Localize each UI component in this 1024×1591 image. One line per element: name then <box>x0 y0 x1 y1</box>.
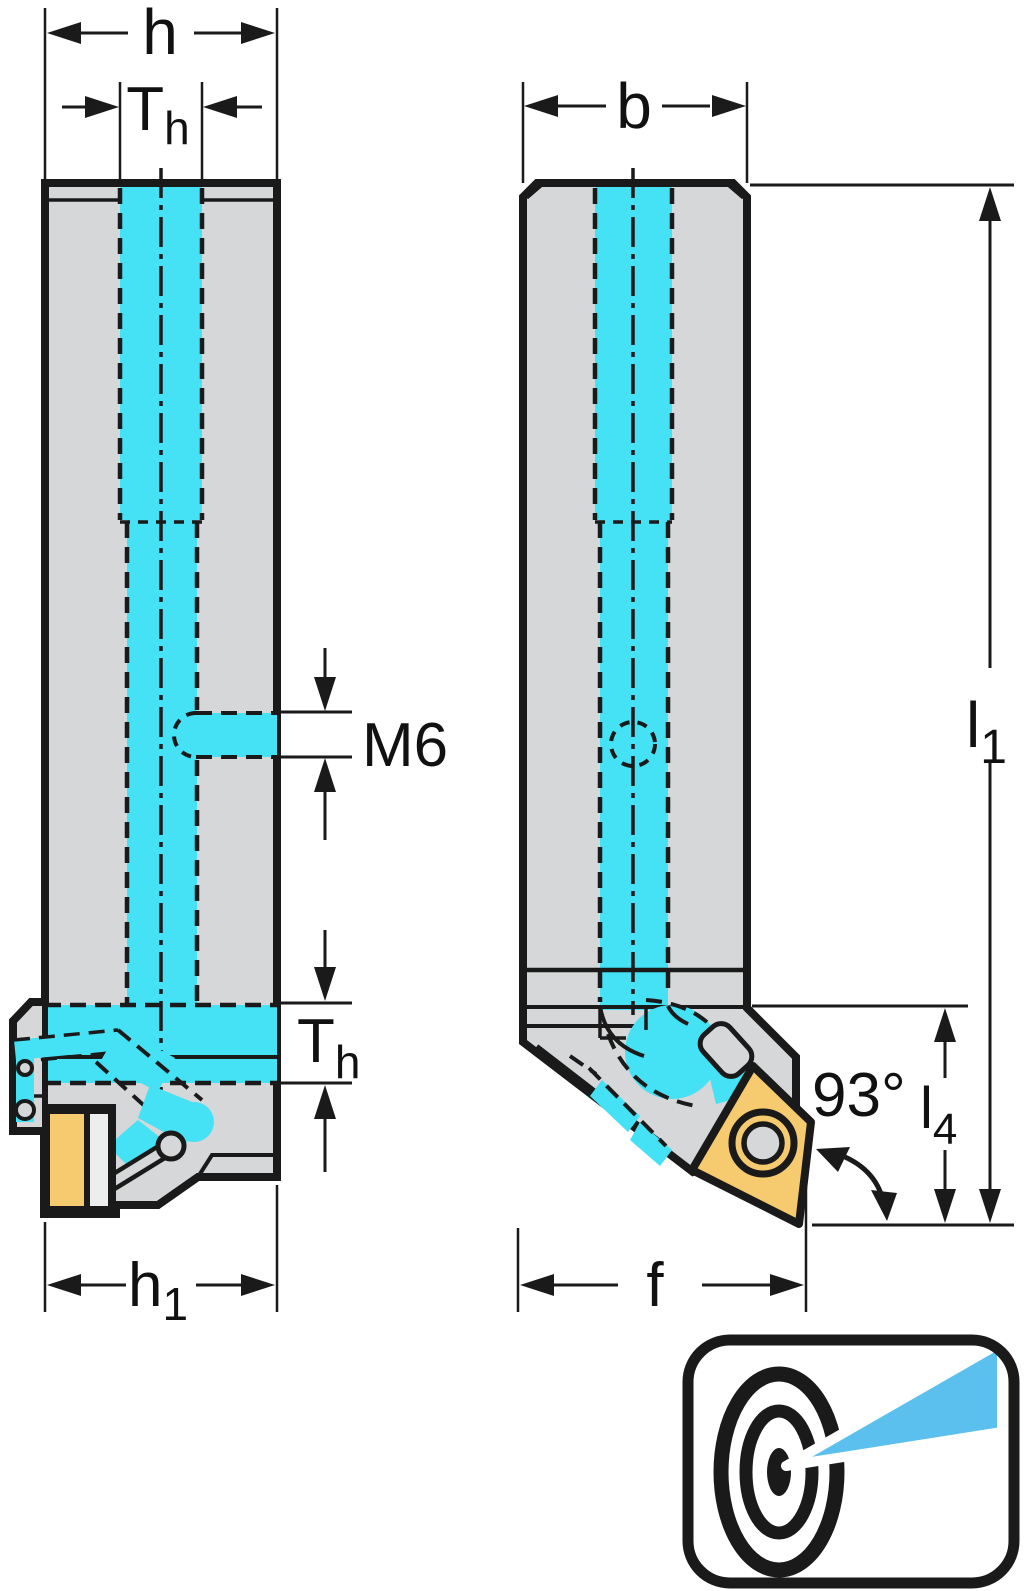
insert-screw-hole <box>741 1121 785 1165</box>
shim-plate <box>90 1114 108 1206</box>
side-view-dimensions: h Th M6 Th <box>43 0 448 1330</box>
dimension-angle-93: 93° <box>812 1061 906 1221</box>
insert-screw-boss <box>697 1021 755 1079</box>
insert-screw-hole-ring <box>728 1108 798 1178</box>
side-view <box>9 168 281 1218</box>
coolant-spray-cone <box>781 1340 1007 1471</box>
label-b: b <box>616 70 652 142</box>
label-l1: l1 <box>966 689 1007 774</box>
dimension-h1: h1 <box>43 1185 279 1330</box>
front-view-dimensions: b l1 l4 93° <box>516 70 1014 1320</box>
label-m6: M6 <box>362 711 448 780</box>
label-th-bottom: Th <box>297 1007 360 1088</box>
insert-side <box>50 1114 84 1206</box>
dimension-m6: M6 <box>279 648 448 840</box>
dimension-b: b <box>521 70 749 183</box>
target-ring-middle <box>739 1404 819 1540</box>
clamp-screw-small <box>16 1059 34 1077</box>
m6-hole-front <box>609 720 657 768</box>
target-bullseye <box>767 1448 791 1496</box>
dimension-th-bottom: Th <box>279 930 360 1172</box>
label-th-top: Th <box>126 75 189 154</box>
label-f: f <box>646 1251 664 1320</box>
label-angle-93: 93° <box>812 1061 906 1130</box>
coolant-target-icon <box>682 1334 1020 1589</box>
label-h1: h1 <box>128 1251 188 1330</box>
label-l4: l4 <box>920 1076 957 1154</box>
m6-cross-channel <box>196 713 277 757</box>
clamp-screw-small <box>14 1099 36 1121</box>
target-ring-outer <box>713 1366 845 1578</box>
dimension-l1: l1 <box>750 183 1014 1227</box>
dimension-l4: l4 <box>752 1004 968 1223</box>
dimension-f: f <box>516 1162 808 1320</box>
icon-border <box>682 1334 1020 1589</box>
dimension-h: h <box>43 0 279 183</box>
label-h: h <box>142 0 178 68</box>
dimension-th-top: Th <box>62 75 262 183</box>
front-view <box>519 168 815 1228</box>
